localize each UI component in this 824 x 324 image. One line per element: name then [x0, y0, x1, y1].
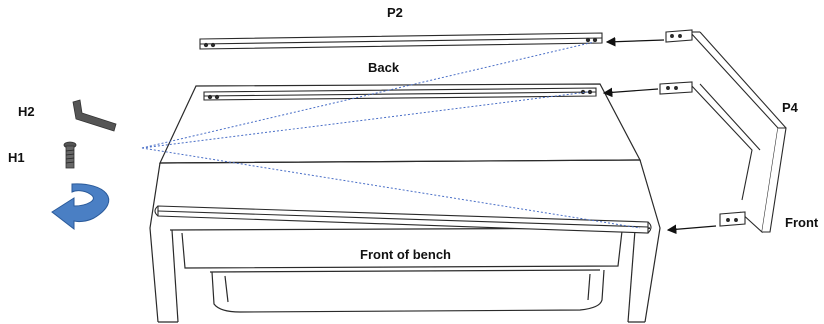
- pointer-arrows: [602, 36, 717, 235]
- back-rail: [203, 87, 597, 101]
- label-p2: P2: [387, 5, 403, 20]
- p2-rail: [199, 32, 603, 50]
- rotate-arrow-icon: [51, 183, 110, 231]
- label-front-of-bench: Front of bench: [360, 247, 451, 262]
- label-front: Front: [785, 215, 819, 230]
- p4-side-frame: [659, 29, 787, 234]
- bench-body: [149, 83, 661, 323]
- label-h1: H1: [8, 150, 25, 165]
- arrow-to-back-rail: [602, 87, 659, 98]
- label-p4: P4: [782, 100, 798, 115]
- guide-lines: [141, 41, 641, 229]
- label-back: Back: [368, 60, 400, 75]
- front-rail: [154, 205, 652, 234]
- arrow-to-front-rail: [666, 224, 717, 235]
- allen-key-icon: [72, 99, 117, 132]
- arrow-to-p2: [605, 36, 665, 47]
- label-h2: H2: [18, 104, 35, 119]
- screw-icon: [63, 141, 77, 169]
